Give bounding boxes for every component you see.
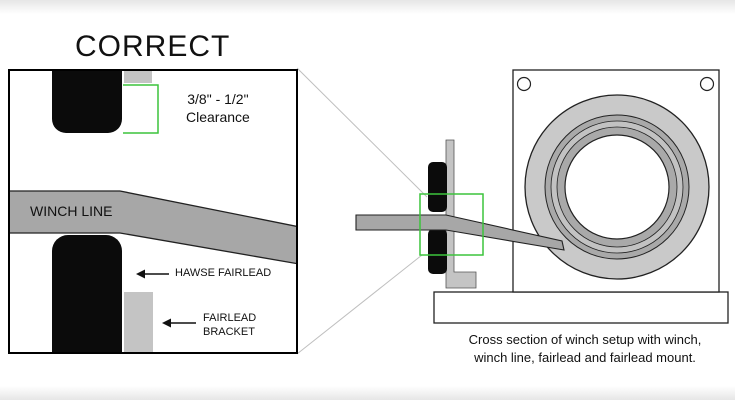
top-fade (0, 0, 735, 14)
connector-line-bottom (296, 254, 423, 355)
detail-highlight-box (419, 193, 484, 256)
winch-base-plate (433, 291, 729, 324)
diagram-caption: Cross section of winch setup with winch,… (440, 331, 730, 367)
diagram-title: CORRECT (75, 30, 231, 63)
fairlead-bracket-label: FAIRLEAD BRACKET (203, 311, 256, 339)
fairlead-bracket-upper (124, 70, 152, 83)
fairlead-bracket-label-line2: BRACKET (203, 326, 255, 338)
fairlead-bracket-label-line1: FAIRLEAD (203, 312, 257, 324)
hawse-fairlead-arrow (136, 269, 169, 279)
hawse-fairlead-roller (52, 235, 122, 353)
fairlead-bracket-lower (124, 292, 153, 353)
connector-line-top (296, 67, 428, 198)
drum-core (564, 134, 670, 240)
small-lower-roller (428, 229, 447, 274)
clearance-indicator (123, 84, 159, 134)
fairlead-bracket-arrow (162, 318, 196, 328)
caption-line2: winch line, fairlead and fairlead mount. (474, 350, 696, 365)
clearance-label: 3/8" - 1/2" Clearance (186, 90, 250, 126)
hawse-fairlead-label: HAWSE FAIRLEAD (175, 267, 272, 279)
clearance-word: Clearance (186, 109, 250, 125)
fairlead-mount-bracket (445, 139, 477, 289)
winch-assembly (355, 69, 729, 324)
detail-panel (8, 69, 298, 354)
detail-frame (8, 69, 298, 354)
caption-line1: Cross section of winch setup with winch, (468, 332, 702, 347)
winch-line-label: WINCH LINE (30, 203, 113, 219)
winch-line-small (355, 214, 565, 251)
small-upper-roller (428, 162, 447, 212)
mount-hole-left (516, 76, 532, 92)
mount-hole-right (699, 76, 715, 92)
upper-roller (52, 70, 122, 133)
bottom-fade (0, 386, 735, 400)
winch-line (9, 190, 297, 265)
clearance-value: 3/8" - 1/2" (187, 91, 249, 107)
